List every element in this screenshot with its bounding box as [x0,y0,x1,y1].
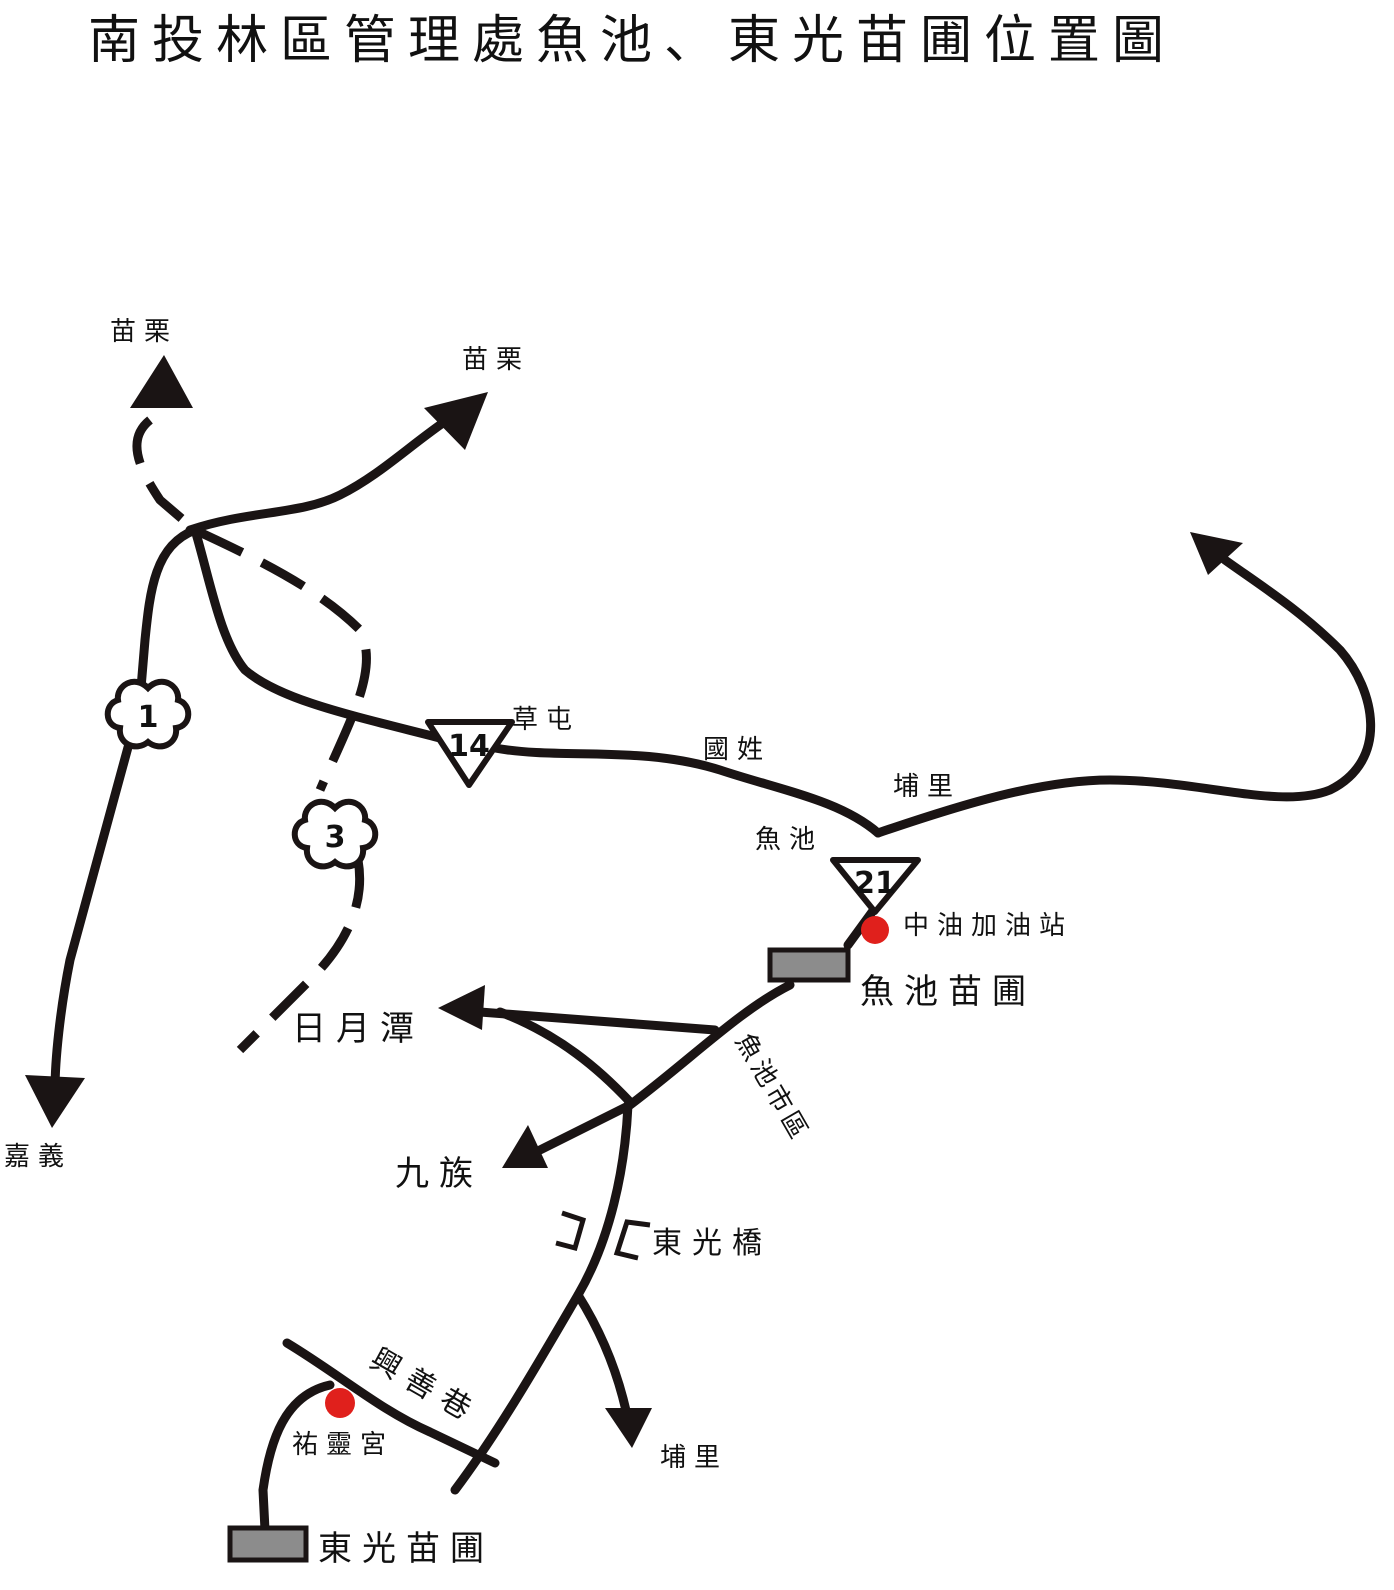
route-21-shield: 21 [830,857,921,915]
label-yuchi-downtown: 魚池市區 [729,1029,815,1148]
dongguang-bridge-icon [555,1210,651,1261]
route-3-shield: 3 [291,798,379,870]
route-1-road [50,525,200,1095]
label-caotun: 草屯 [512,705,580,735]
route-1-shield: 1 [104,678,192,750]
label-miaoli-left: 苗栗 [110,317,178,347]
label-chiayi: 嘉義 [4,1142,72,1172]
label-jiuzu: 九族 [395,1154,483,1194]
label-yuchi: 魚池 [755,825,823,855]
label-dongguang-bridge: 東光橋 [652,1226,772,1261]
yuchi-nursery-marker [767,947,851,983]
youling-temple-marker [325,1388,355,1418]
svg-text:1: 1 [138,700,159,735]
road-to-miaoli-right [185,413,455,535]
label-guoxing: 國姓 [703,735,771,765]
route-14-shield: 14 [425,719,515,788]
label-miaoli-right: 苗栗 [462,345,530,375]
label-yuchi-nursery: 魚池苗圃 [860,972,1036,1012]
svg-text:21: 21 [854,866,896,901]
arrow-to-miaoli-left [130,355,193,408]
svg-text:3: 3 [325,820,346,855]
road-to-puli-south [573,1290,633,1425]
label-dongguang-nursery: 東光苗圃 [318,1529,494,1569]
label-puli-north: 埔里 [893,772,961,802]
arrow-to-puli-north [1190,532,1243,575]
arrow-to-chiayi [25,1075,85,1128]
route-14-road [190,525,883,838]
label-xingshan-lane: 興善巷 [364,1342,485,1432]
label-puli-south: 埔里 [660,1443,728,1473]
route-3-road [132,416,371,792]
dongguang-nursery-marker [227,1525,309,1563]
xingshan-lane-road [282,1338,500,1468]
arrow-to-jiuzu [502,1125,548,1168]
road-sun-moon-lake-link [495,1007,635,1107]
map-title: 南投林區管理處魚池、東光苗圃位置圖 [88,11,1176,71]
label-cpc-station: 中油加油站 [903,911,1073,941]
road-to-dongguang-nursery [258,1380,335,1535]
label-sun-moon-lake: 日月潭 [292,1009,424,1049]
label-youling-temple: 祐靈宮 [292,1430,394,1460]
arrow-to-miaoli-right [424,392,488,450]
cpc-station-marker [861,916,889,944]
arrow-to-puli-south [605,1408,652,1448]
svg-text:14: 14 [448,729,490,764]
arrow-to-sun-moon-lake [438,985,485,1030]
route-3-road-south [236,859,365,1054]
road-to-puli-north [873,555,1376,838]
road-to-sun-moon-lake [475,1007,720,1035]
